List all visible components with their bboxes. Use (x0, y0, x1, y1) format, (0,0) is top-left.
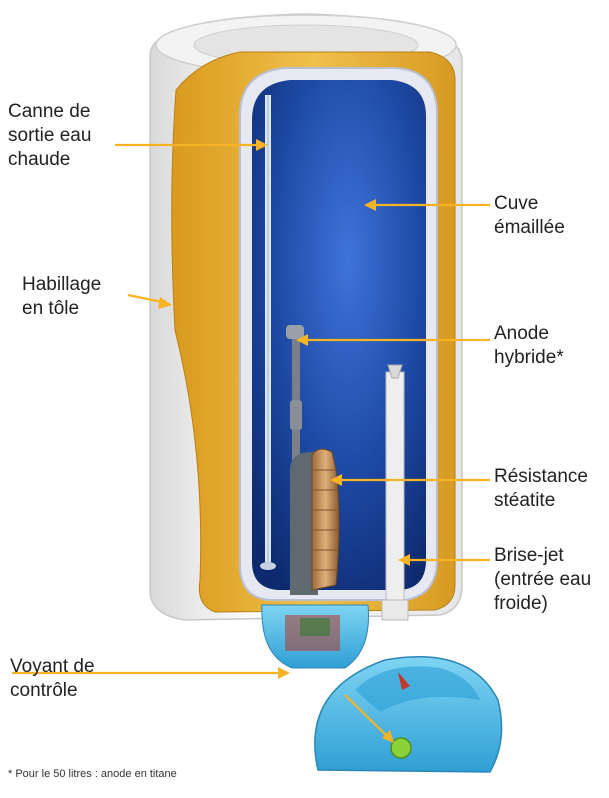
label-habillage-en-tole: Habillage en tôle (22, 274, 102, 319)
label-canne-sortie-eau-chaude: Canne de sortie eau chaude (8, 101, 92, 170)
label-resistance-steatite: Résistance stéatite (494, 466, 588, 511)
footnote: * Pour le 50 litres : anode en titane (8, 768, 177, 780)
element-sheath (290, 452, 318, 595)
leader-voyant-zoom (344, 694, 392, 741)
cold-water-inlet-pipe (385, 371, 405, 603)
label-cuve-emaillee: Cuve émaillée (494, 193, 565, 238)
label-voyant-de-controle: Voyant de contrôle (10, 656, 95, 701)
leader-habillage (127, 293, 163, 304)
label-brise-jet: Brise-jet (entrée eau froide) (494, 545, 592, 614)
indicator-light (390, 737, 412, 759)
label-anode-hybride: Anode hybride* (494, 323, 564, 368)
